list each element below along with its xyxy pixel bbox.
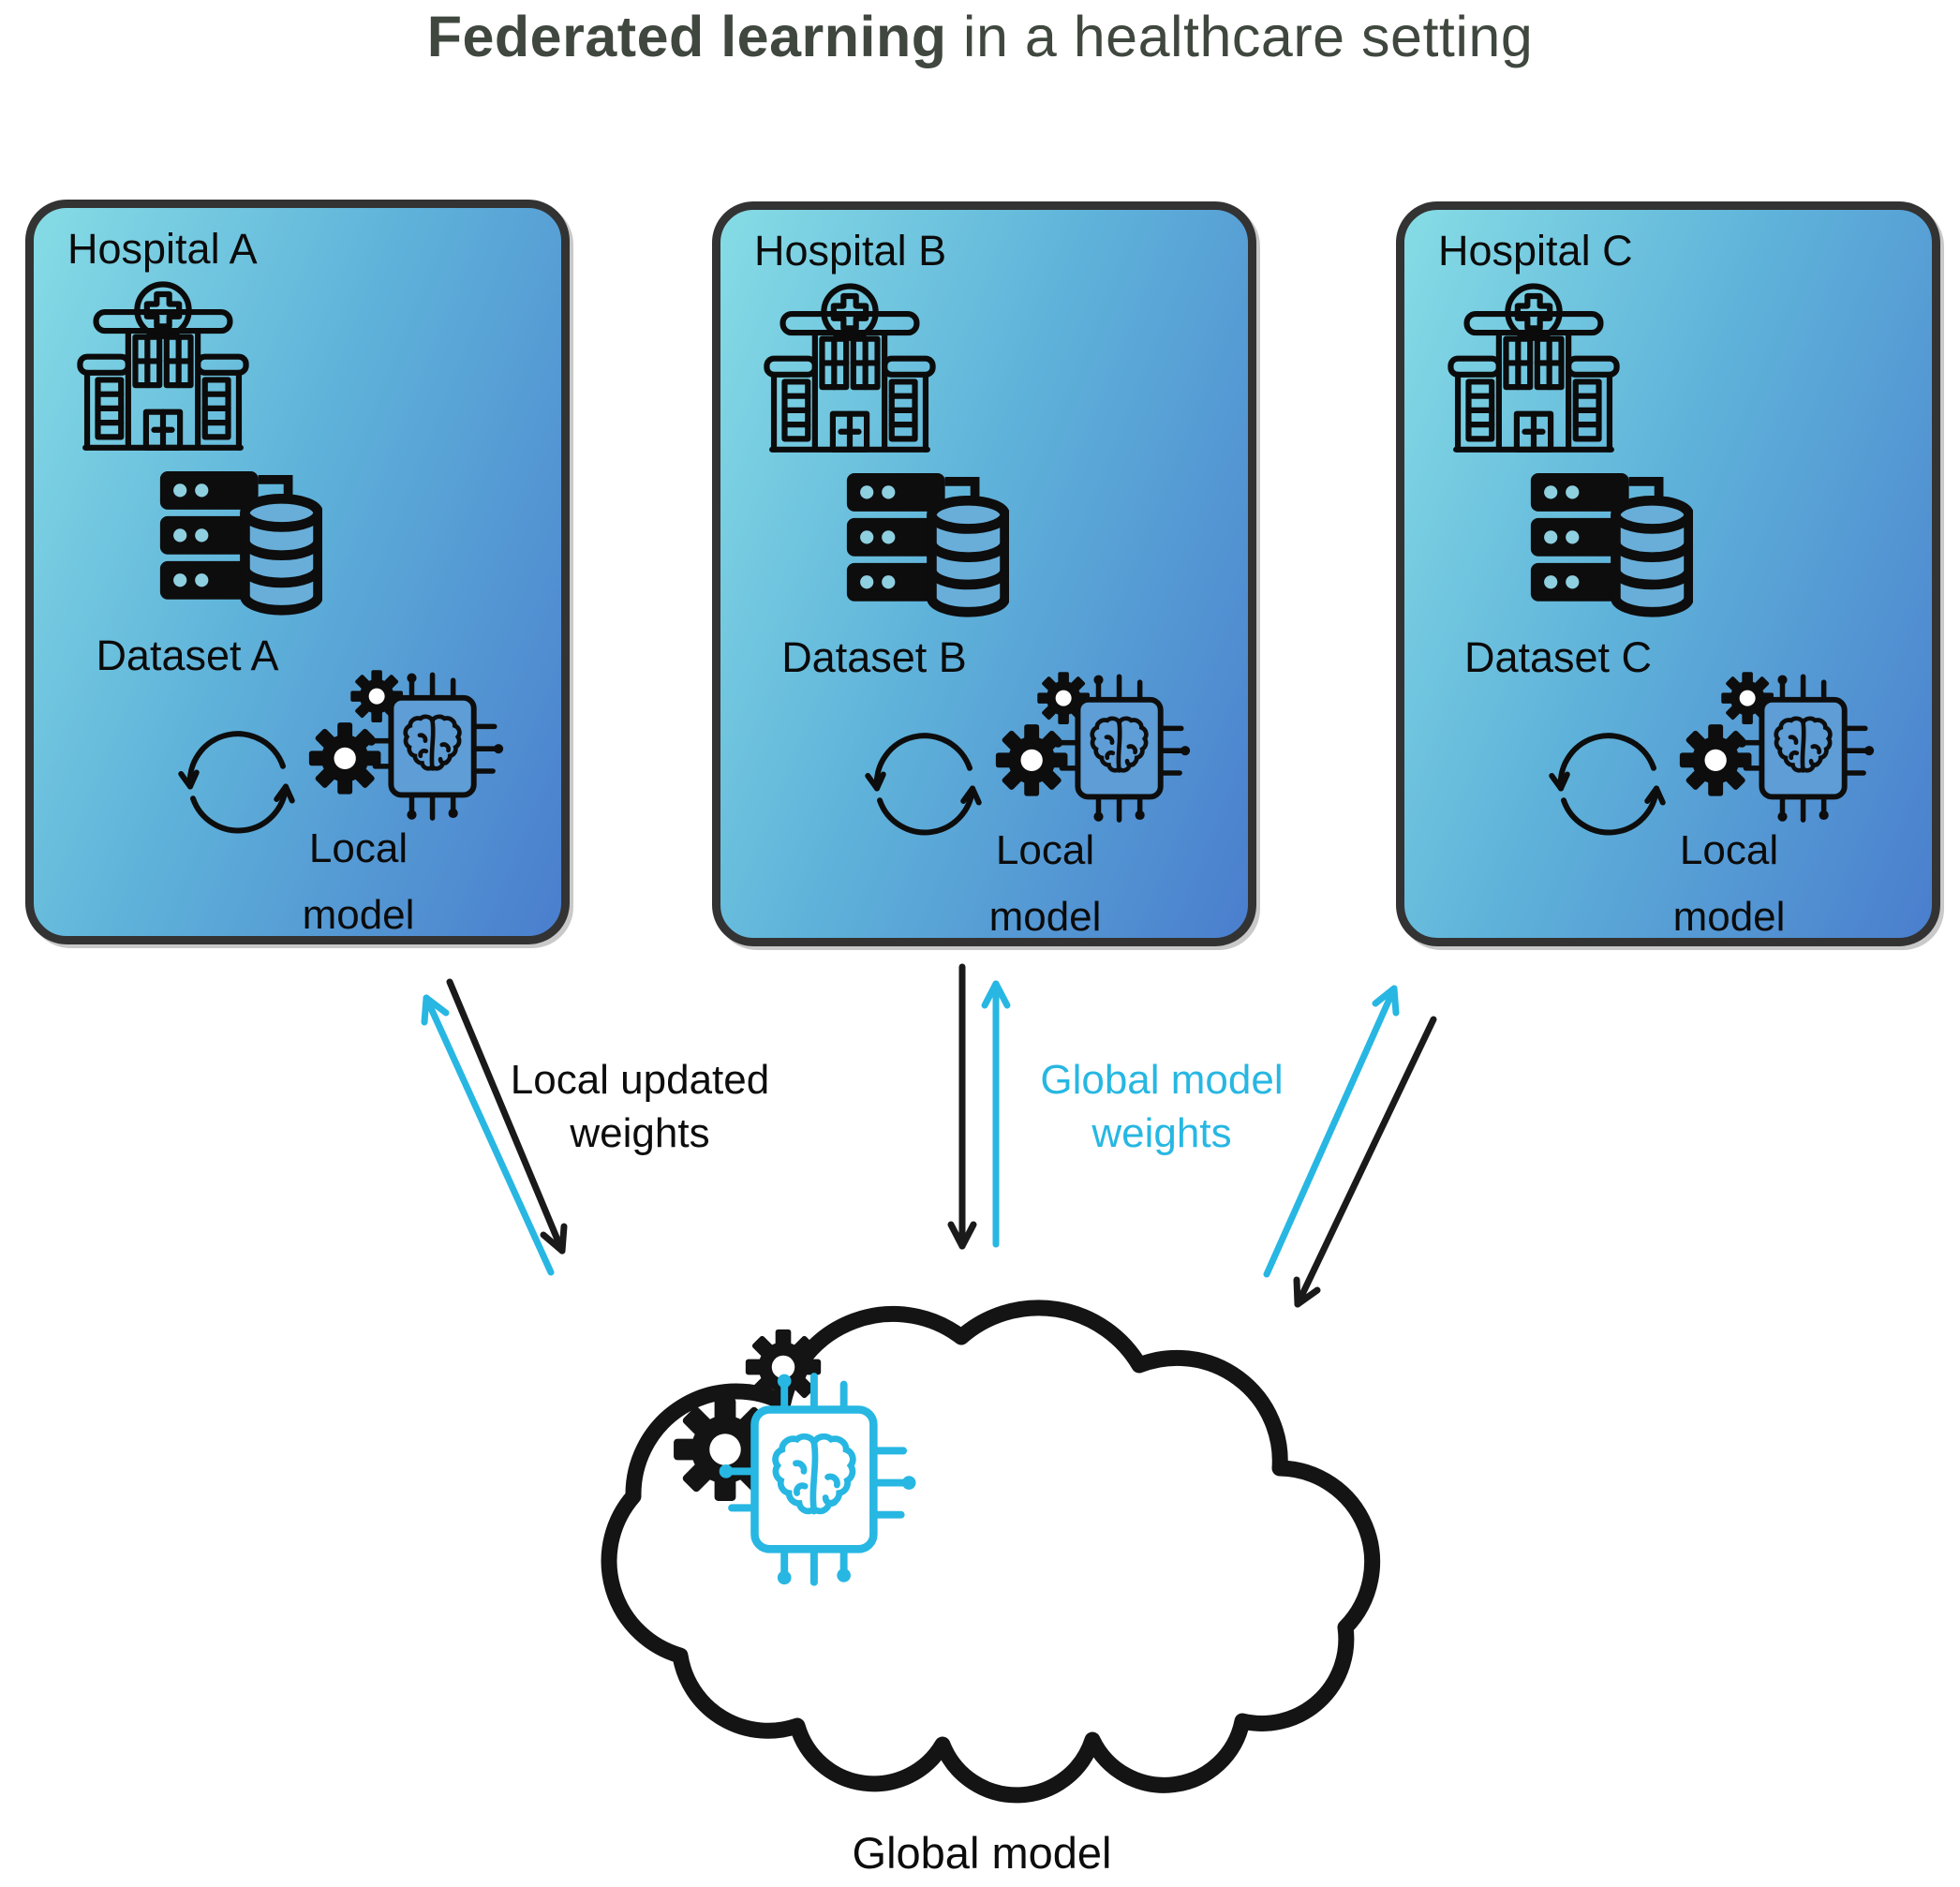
gears-chip-brain-icon — [1674, 641, 1875, 825]
gears-chip-brain-icon — [990, 641, 1191, 825]
global-model-label: Global model — [852, 1828, 1112, 1878]
dataset-b-label: Dataset B — [781, 633, 967, 681]
cloud-outline — [601, 1300, 1381, 1804]
server-database-icon — [152, 463, 322, 620]
dataset-a-label: Dataset A — [96, 631, 279, 679]
local-model-b-label: Local model — [988, 827, 1102, 941]
dataset-c-label: Dataset C — [1463, 633, 1653, 681]
local-updated-weights-label: Local updated weights — [510, 1057, 770, 1157]
hospital-c-label: Hospital C — [1438, 227, 1633, 275]
title-bold-part: Federated learning — [426, 5, 947, 68]
hospital-c-card: Hospital C Dataset C Local model — [1396, 201, 1940, 946]
hospital-building-icon — [756, 279, 943, 463]
hospital-b-card: Hospital B Dataset B Local model — [712, 201, 1256, 946]
local-model-c-label: Local model — [1672, 827, 1786, 941]
hospital-building-icon — [69, 277, 257, 461]
local-model-a-label: Local model — [302, 825, 415, 939]
server-database-icon — [1522, 465, 1693, 622]
gears-chip-brain-icon — [304, 639, 504, 824]
hospital-a-label: Hospital A — [67, 225, 258, 273]
hospital-b-label: Hospital B — [754, 227, 947, 275]
hospital-a-card: Hospital A Dataset A Local model — [25, 200, 570, 944]
global-model-cloud — [601, 1300, 1381, 1804]
local-weights-arrow-b — [947, 963, 977, 1250]
title-regular-part: in a healthcare setting — [946, 5, 1534, 68]
server-database-icon — [839, 465, 1009, 622]
global-model-weights-label: Global model weights — [1040, 1057, 1284, 1157]
page-title: Federated learning in a healthcare setti… — [0, 4, 1960, 69]
hospital-building-icon — [1440, 279, 1627, 463]
